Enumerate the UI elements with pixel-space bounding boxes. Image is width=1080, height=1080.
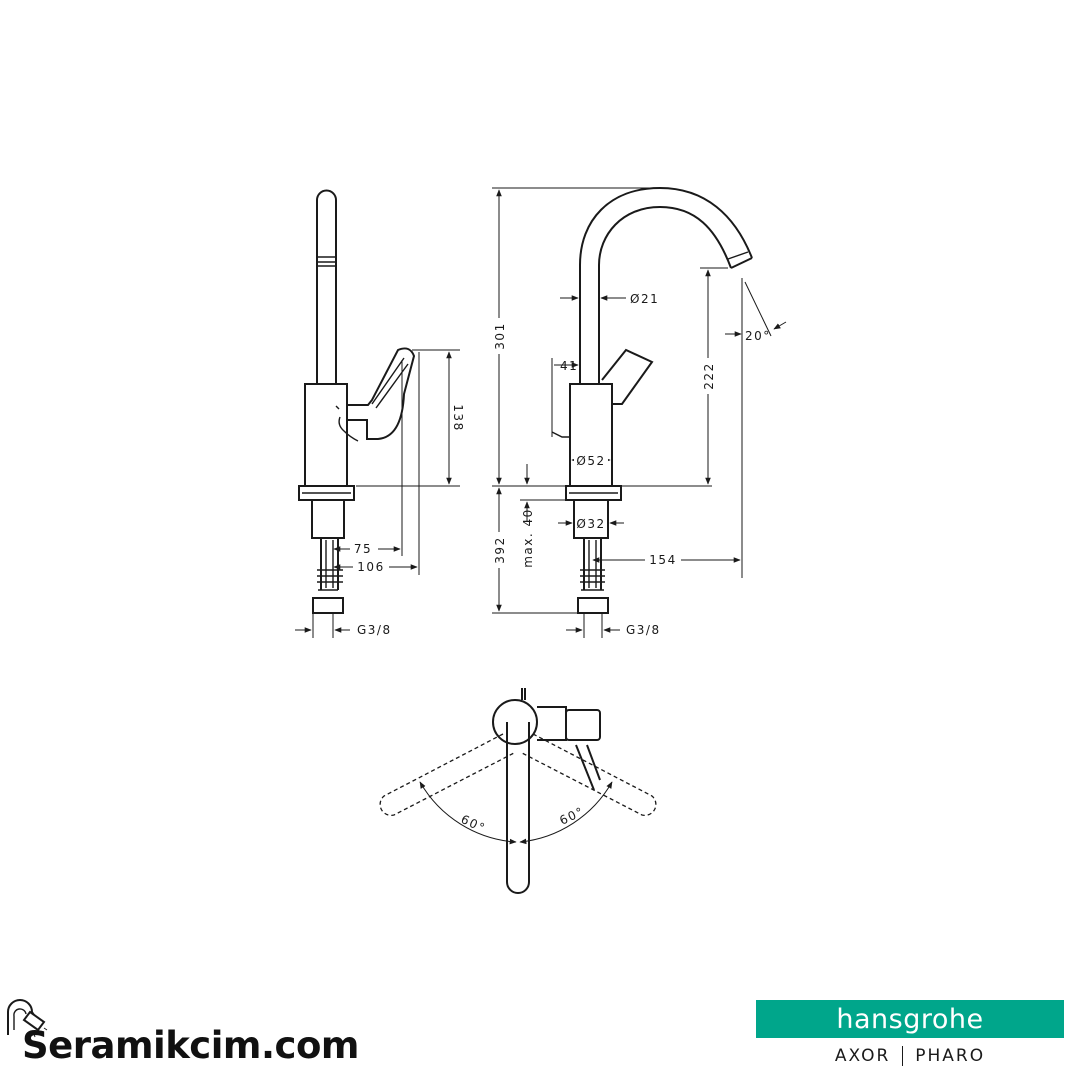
angle-left: 60°	[459, 812, 488, 836]
hansgrohe-logo: hansgrohe	[756, 1000, 1064, 1038]
dim-301: 301	[493, 322, 507, 349]
separator	[902, 1046, 904, 1066]
side-view	[298, 189, 416, 614]
dim-d21: Ø21	[630, 292, 659, 306]
dim-d52: Ø52	[576, 454, 605, 468]
series-name: PHARO	[915, 1046, 986, 1066]
dim-d32: Ø32	[576, 517, 605, 531]
dim-75: 75	[354, 542, 372, 556]
dim-222: 222	[702, 362, 716, 389]
front-view	[551, 186, 753, 614]
side-view-dimensions: 138 75 106 G3/8	[295, 349, 465, 638]
site-logo-text: Seramikcim.com	[22, 1024, 359, 1067]
dim-154: 154	[649, 553, 676, 567]
dim-138: 138	[451, 404, 465, 431]
dim-20deg: 20°	[745, 329, 771, 343]
brand-line: AXOR	[834, 1046, 891, 1066]
front-view-dimensions: 301 392 max. 40 Ø21 41 Ø52 Ø32 222	[490, 187, 787, 638]
dim-41: 41	[560, 359, 578, 373]
dim-392: 392	[493, 536, 507, 563]
shower-icon	[7, 999, 48, 1038]
top-view: 60° 60°	[379, 688, 657, 894]
product-line: AXOR PHARO	[756, 1044, 1064, 1068]
dim-max40: max. 40	[521, 508, 535, 568]
dim-g38-left: G3/8	[357, 623, 392, 637]
dim-106: 106	[357, 560, 384, 574]
dim-g38-right: G3/8	[626, 623, 661, 637]
